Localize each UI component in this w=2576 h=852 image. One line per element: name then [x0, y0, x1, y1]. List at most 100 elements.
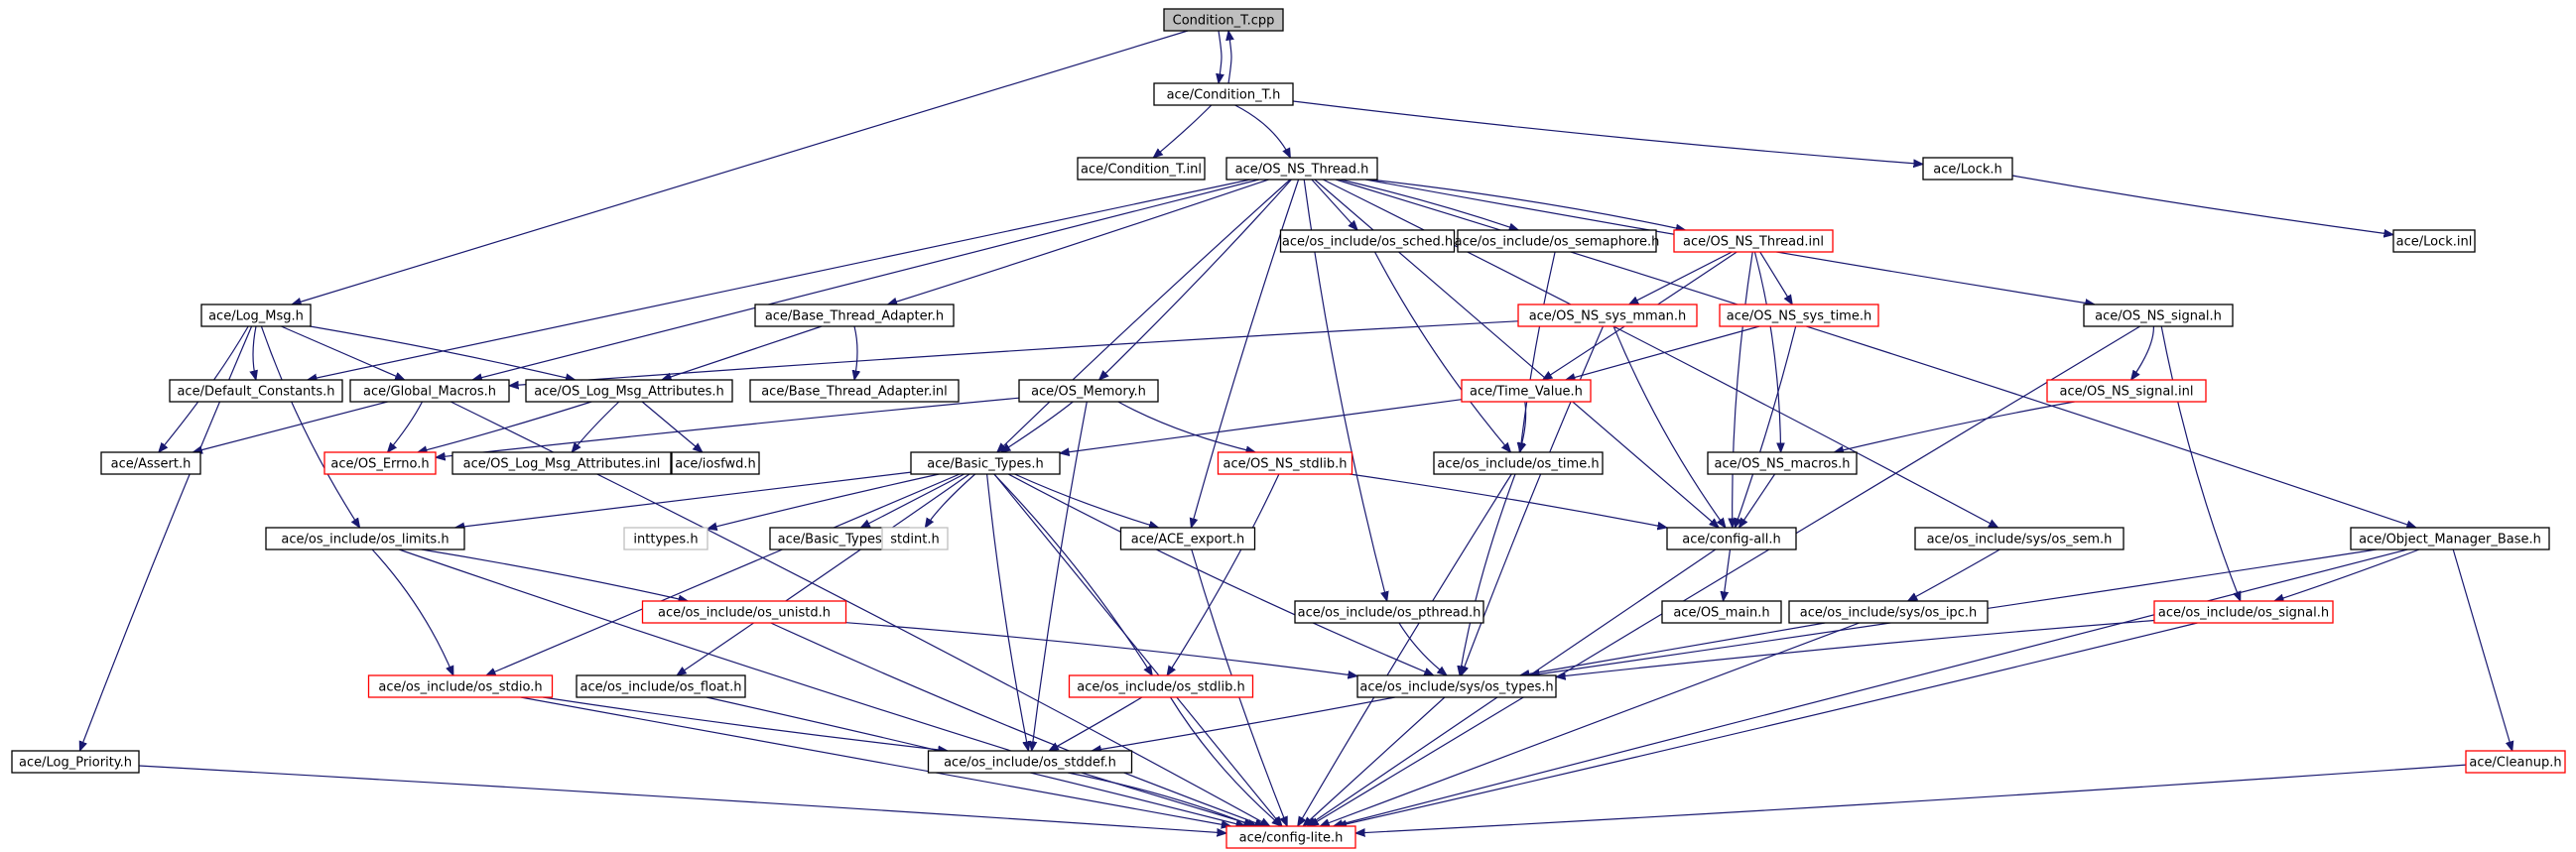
node-ace-os-ns-sys-time-h[interactable]: ace/OS_NS_sys_time.h [1719, 304, 1879, 327]
node-ace-iosfwd-h[interactable]: ace/iosfwd.h [671, 451, 760, 475]
node-ace-os-include-os-time-h[interactable]: ace/os_include/os_time.h [1433, 451, 1604, 475]
node-box [1119, 527, 1256, 550]
node-ace-os-include-sys-os-sem-h[interactable]: ace/os_include/sys/os_sem.h [1914, 527, 2125, 550]
node-box [1914, 527, 2125, 550]
node-box [1153, 82, 1294, 106]
node-box [2392, 229, 2476, 253]
node-box [641, 600, 847, 624]
node-label: ace/os_include/os_sched.h [1282, 235, 1453, 250]
edge-ace-basic-types-h-to-ace-config-lite-h [993, 473, 1282, 826]
edge-ace-basic-types-h-to-ace-os-include-os-stdlib-h [993, 473, 1153, 675]
node-ace-cleanup-h[interactable]: ace/Cleanup.h [2465, 750, 2566, 774]
node-ace-os-include-os-unistd-h[interactable]: ace/os_include/os_unistd.h [641, 600, 847, 624]
node-label: ace/OS_NS_sys_mman.h [1529, 309, 1687, 324]
node-ace-os-include-os-semaphore-h[interactable]: ace/os_include/os_semaphore.h [1455, 229, 1660, 253]
node-ace-basic-types-h[interactable]: ace/Basic_Types.h [910, 451, 1061, 475]
node-ace-os-include-sys-os-types-h[interactable]: ace/os_include/sys/os_types.h [1356, 674, 1557, 698]
node-box [754, 304, 955, 327]
edge-ace-os-include-os-unistd-h-to-ace-config-lite-h [770, 622, 1265, 826]
node-ace-ace-export-h[interactable]: ace/ACE_export.h [1119, 527, 1256, 550]
edge-ace-base-thread-adapter-h-to-ace-base-thread-adapter-inl [854, 325, 857, 380]
node-box [1666, 527, 1797, 550]
node-box [1163, 8, 1284, 32]
node-ace-global-macros-h[interactable]: ace/Global_Macros.h [349, 379, 510, 403]
node-ace-os-include-os-stdlib-h[interactable]: ace/os_include/os_stdlib.h [1068, 674, 1254, 698]
node-ace-os-main-h[interactable]: ace/OS_main.h [1661, 600, 1782, 624]
node-ace-log-priority-h[interactable]: ace/Log_Priority.h [11, 750, 140, 774]
node-label: ace/Global_Macros.h [363, 385, 496, 400]
node-ace-os-include-os-stdio-h[interactable]: ace/os_include/os_stdio.h [367, 674, 554, 698]
node-box [525, 379, 733, 403]
node-label: ace/Default_Constants.h [177, 385, 334, 400]
node-ace-default-constants-h[interactable]: ace/Default_Constants.h [169, 379, 343, 403]
node-ace-config-all-h[interactable]: ace/config-all.h [1666, 527, 1797, 550]
edge-ace-os-include-os-semaphore-h-to-ace-os-include-os-time-h [1520, 251, 1556, 452]
node-box [1217, 451, 1353, 475]
edge-ace-os-ns-thread-h-to-ace-object-manager-base-h [1335, 179, 2416, 528]
node-label: ace/Assert.h [111, 457, 192, 472]
node-label: ace/ACE_export.h [1131, 533, 1244, 548]
edge-ace-os-ns-thread-h-to-ace-default-constants-h [308, 179, 1251, 380]
node-ace-os-include-os-limits-h[interactable]: ace/os_include/os_limits.h [265, 527, 465, 550]
edge-ace-os-include-sys-os-types-h-to-ace-config-lite-h [1303, 696, 1446, 826]
node-box [1433, 451, 1604, 475]
node-ace-os-errno-h[interactable]: ace/OS_Errno.h [323, 451, 437, 475]
node-ace-os-log-msg-attributes-h[interactable]: ace/OS_Log_Msg_Attributes.h [525, 379, 733, 403]
edge-ace-os-ns-stdlib-h-to-ace-config-all-h [1350, 473, 1667, 528]
node-ace-time-value-h[interactable]: ace/Time_Value.h [1461, 379, 1592, 403]
edge-ace-time-value-h-to-ace-basic-types-h [1060, 399, 1463, 453]
node-ace-basic-types-inl[interactable]: ace/Basic_Types.inl [769, 527, 910, 550]
node-label: ace/Lock.inl [2396, 235, 2473, 250]
node-box [2083, 304, 2234, 327]
nodes-layer: Condition_T.cpp ace/Condition_T.h ace/Cond… [11, 8, 2566, 849]
edge-ace-os-memory-h-to-ace-os-include-os-stddef-h [1032, 401, 1088, 751]
node-ace-os-memory-h[interactable]: ace/OS_Memory.h [1018, 379, 1159, 403]
edge-ace-os-ns-stdlib-h-to-ace-os-include-os-stdlib-h [1167, 473, 1280, 675]
node-ace-os-ns-macros-h[interactable]: ace/OS_NS_macros.h [1707, 451, 1858, 475]
node-ace-os-ns-sys-mman-h[interactable]: ace/OS_NS_sys_mman.h [1517, 304, 1698, 327]
edge-ace-basic-types-h-to-ace-os-include-os-float-h [677, 473, 970, 675]
node-ace-assert-h[interactable]: ace/Assert.h [100, 451, 201, 475]
node-ace-lock-h[interactable]: ace/Lock.h [1922, 157, 2013, 181]
node-condition-t-cpp[interactable]: Condition_T.cpp [1163, 8, 1284, 32]
node-ace-os-ns-signal-inl[interactable]: ace/OS_NS_signal.inl [2046, 379, 2207, 403]
edge-ace-os-ns-signal-h-to-ace-os-ns-signal-inl [2131, 325, 2155, 380]
node-box [1356, 674, 1557, 698]
node-ace-os-log-msg-attributes-inl[interactable]: ace/OS_Log_Msg_Attributes.inl [451, 451, 672, 475]
node-ace-os-include-sys-os-ipc-h[interactable]: ace/os_include/sys/os_ipc.h [1788, 600, 1989, 624]
edge-ace-basic-types-h-to-ace-basic-types-inl [860, 473, 965, 528]
node-ace-condition-t-inl[interactable]: ace/Condition_T.inl [1077, 157, 1206, 181]
node-box [2046, 379, 2207, 403]
node-ace-os-ns-stdlib-h[interactable]: ace/OS_NS_stdlib.h [1217, 451, 1353, 475]
node-ace-os-ns-thread-inl[interactable]: ace/OS_NS_Thread.inl [1673, 229, 1834, 253]
edge-ace-log-msg-h-to-ace-global-macros-h [281, 325, 404, 381]
node-label: ace/Base_Thread_Adapter.h [765, 309, 944, 324]
node-box [1077, 157, 1206, 181]
node-ace-os-ns-signal-h[interactable]: ace/OS_NS_signal.h [2083, 304, 2234, 327]
node-ace-config-lite-h[interactable]: ace/config-lite.h [1225, 825, 1356, 849]
edge-ace-time-value-h-to-ace-os-include-os-time-h [1519, 401, 1525, 452]
edge-ace-basic-types-h-to-ace-os-include-os-limits-h [455, 471, 912, 528]
edge-ace-os-include-os-unistd-h-to-ace-os-include-sys-os-types-h [845, 622, 1358, 676]
node-box [623, 527, 708, 550]
node-ace-os-include-os-sched-h[interactable]: ace/os_include/os_sched.h [1279, 229, 1456, 253]
node-ace-os-include-os-signal-h[interactable]: ace/os_include/os_signal.h [2153, 600, 2334, 624]
node-ace-base-thread-adapter-h[interactable]: ace/Base_Thread_Adapter.h [754, 304, 955, 327]
node-ace-base-thread-adapter-inl[interactable]: ace/Base_Thread_Adapter.inl [749, 379, 960, 403]
node-ace-lock-inl[interactable]: ace/Lock.inl [2392, 229, 2476, 253]
node-ace-os-include-os-stddef-h[interactable]: ace/os_include/os_stddef.h [927, 750, 1133, 774]
node-ace-os-include-os-float-h[interactable]: ace/os_include/os_float.h [576, 674, 746, 698]
node-ace-log-msg-h[interactable]: ace/Log_Msg.h [200, 304, 312, 327]
node-ace-os-include-os-pthread-h[interactable]: ace/os_include/os_pthread.h [1294, 600, 1484, 624]
node-box [671, 451, 760, 475]
node-box [749, 379, 960, 403]
node-label: ace/Condition_T.h [1167, 88, 1281, 103]
node-label: ace/os_include/sys/os_ipc.h [1800, 606, 1977, 621]
node-box [100, 451, 201, 475]
node-ace-condition-t-h[interactable]: ace/Condition_T.h [1153, 82, 1294, 106]
node-label: stdint.h [890, 533, 939, 548]
node-ace-object-manager-base-h[interactable]: ace/Object_Manager_Base.h [2350, 527, 2550, 550]
node-ace-os-ns-thread-h[interactable]: ace/OS_NS_Thread.h [1225, 157, 1378, 181]
edge-ace-global-macros-h-to-ace-assert-h [193, 401, 388, 452]
node-box [1225, 157, 1378, 181]
